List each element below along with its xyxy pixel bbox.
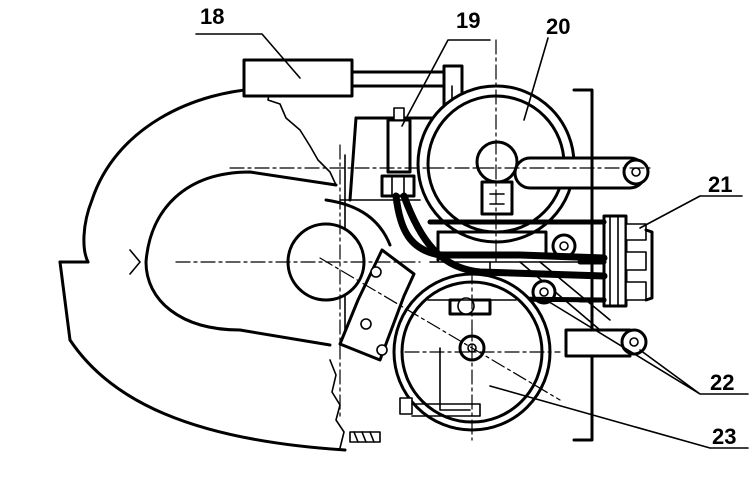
- label-22: 22: [710, 370, 734, 395]
- link-plate: [338, 248, 416, 362]
- housing-block-18: [242, 58, 464, 112]
- center-lines: [175, 39, 651, 441]
- valve-19: [380, 107, 416, 198]
- label-18: 18: [200, 4, 224, 29]
- label-20: 20: [546, 14, 570, 39]
- label-23: 23: [712, 424, 736, 449]
- right-bracket: [572, 88, 594, 442]
- hatched-part: [349, 431, 381, 443]
- inner-chute: [129, 170, 338, 347]
- part-labels: 18 19 20 21 22 23: [200, 4, 736, 449]
- lower-pivot: [564, 328, 648, 358]
- label-21: 21: [708, 172, 732, 197]
- label-19: 19: [456, 8, 480, 33]
- leader-lines: [195, 33, 749, 449]
